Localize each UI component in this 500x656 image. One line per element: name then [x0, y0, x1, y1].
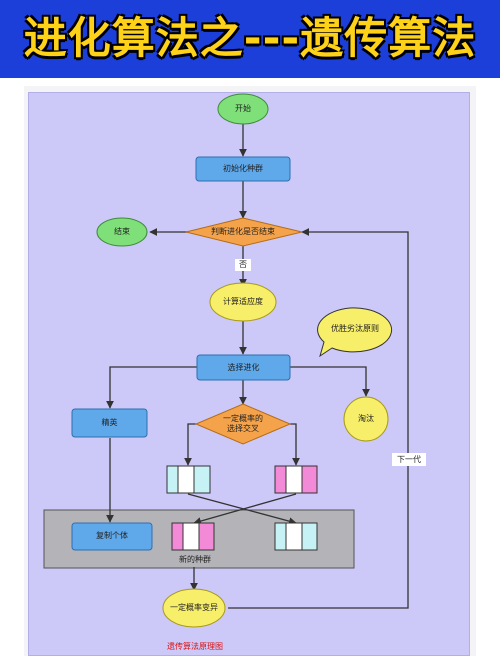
chromosome-left [166, 465, 211, 494]
offspring-right [274, 522, 318, 551]
copy-individual-label: 复制个体 [96, 531, 128, 540]
chromosome-right [274, 465, 318, 494]
eliminate-node [343, 396, 389, 442]
diagram-caption: 遗传算法原理图 [167, 642, 223, 651]
next-generation-label: 下一代 [392, 453, 426, 466]
init-population-label: 初始化种群 [223, 164, 263, 173]
elite-box [71, 408, 148, 438]
end-label: 结束 [114, 227, 130, 236]
select-evolution-box [196, 354, 291, 381]
offspring-left [171, 522, 215, 551]
crossover-diamond [194, 403, 292, 445]
decision-label: 判断进化是否结束 [211, 227, 275, 236]
mutation-label: 一定概率变异 [170, 603, 218, 612]
banner-title: 进化算法之---遗传算法 [23, 14, 477, 64]
no-label: 否 [235, 259, 251, 271]
survival-speech-bubble [317, 307, 393, 358]
title-banner: 进化算法之---遗传算法 [0, 0, 500, 78]
fitness-node [209, 282, 277, 322]
copy-individual-box [71, 522, 153, 551]
eliminate-label: 淘汰 [358, 414, 374, 423]
start-label: 开始 [235, 104, 251, 113]
end-node [96, 217, 148, 247]
select-evolution-label: 选择进化 [227, 363, 260, 372]
elite-label: 精英 [101, 418, 118, 427]
mutation-node [162, 588, 226, 628]
connectors [106, 123, 409, 609]
crossover-label: 一定概率的选择交叉 [223, 414, 263, 433]
start-node [217, 93, 269, 125]
init-population-box [195, 156, 291, 182]
fitness-label: 计算适应度 [223, 297, 263, 306]
end-decision-diamond [185, 217, 303, 247]
new-population-label: 新的种群 [179, 555, 211, 564]
survival-principle-label: 优胜劣汰原则 [331, 324, 379, 333]
